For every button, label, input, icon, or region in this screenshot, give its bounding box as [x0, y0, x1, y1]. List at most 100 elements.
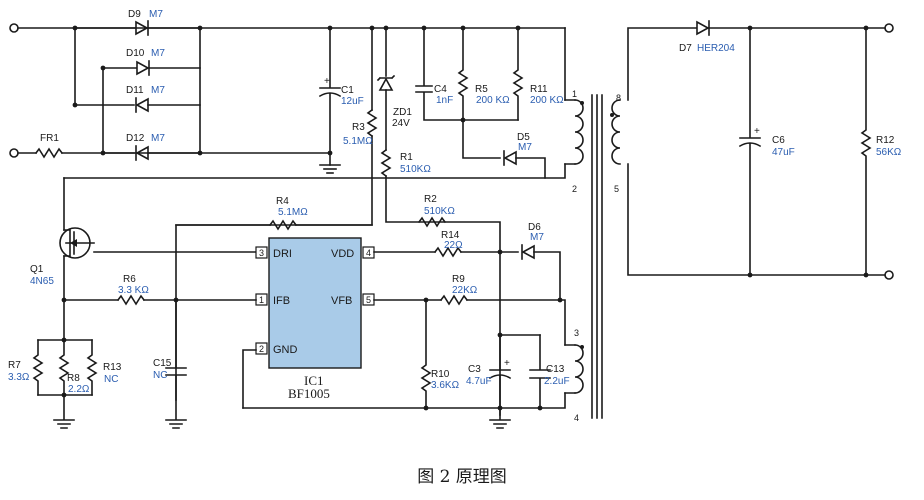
r14-value: 22Ω [444, 240, 463, 251]
ic-pin-ifb: IFB [273, 295, 290, 307]
d5-value: M7 [518, 142, 532, 153]
r2-resistor: R2 510KΩ [417, 194, 455, 228]
ic-pin-dri-number: 3 [259, 248, 264, 258]
svg-text:+: + [504, 358, 510, 369]
fr1-ref: FR1 [40, 133, 59, 144]
r8-ref: R8 [67, 373, 80, 384]
ic-pin-gnd-number: 2 [259, 344, 264, 354]
ic-pin-gnd: GND [273, 344, 298, 356]
c1-ref: C1 [341, 85, 354, 96]
d10-value: M7 [151, 48, 165, 59]
r11-value: 200 KΩ [530, 95, 564, 106]
sense-resistors: R7 3.3Ω R8 2.2Ω R13 NC [8, 299, 122, 429]
r11-ref: R11 [530, 84, 548, 95]
vdd-network: R14 22Ω D6 M7 [373, 222, 561, 301]
c3-ref: C3 [468, 364, 481, 375]
r4-ref: R4 [276, 196, 289, 207]
c13-value: 2.2uF [544, 376, 570, 387]
d10-diode [136, 60, 150, 76]
d12-ref: D12 [126, 133, 145, 144]
d9-ref: D9 [128, 9, 141, 20]
d10-ref: D10 [126, 48, 145, 59]
d7-ref: D7 [679, 43, 692, 54]
d11-value: M7 [151, 85, 165, 96]
c4-value: 1nF [436, 95, 453, 106]
r6-value: 3.3 KΩ [118, 285, 149, 296]
zd1-zener: ZD1 24V R1 510KΩ [376, 25, 501, 416]
r2-ref: R2 [424, 194, 437, 205]
vfb-network: R9 22KΩ R10 3.6KΩ [373, 274, 566, 409]
d11-ref: D11 [126, 85, 144, 96]
zd1-value: 24V [392, 118, 410, 129]
c3-c13-capacitors: + C3 4.7uF C13 2.2uF [466, 332, 570, 409]
transformer-pin-4: 4 [574, 413, 579, 423]
transformer-pin-8: 8 [616, 93, 621, 103]
d7-value: HER204 [697, 43, 735, 54]
r10-value: 3.6KΩ [431, 380, 460, 391]
r7-ref: R7 [8, 360, 21, 371]
r5-ref: R5 [475, 84, 488, 95]
transformer: 1 2 3 4 5 8 [63, 27, 621, 423]
r9-ref: R9 [452, 274, 465, 285]
r6-ref: R6 [123, 274, 136, 285]
c15-capacitor: C15 NC [153, 299, 187, 429]
d6-value: M7 [530, 232, 544, 243]
ic1-part: BF1005 [288, 386, 330, 401]
ic1-ref: IC1 [304, 373, 324, 388]
input-section: D9 M7 D10 M7 D11 M7 D12 M7 FR1 [9, 9, 566, 161]
c6-ref: C6 [772, 135, 785, 146]
ic-pin-dri: DRI [273, 248, 292, 260]
fr1-resistor [34, 147, 64, 159]
transformer-pin-5: 5 [614, 184, 619, 194]
ground-rail [242, 349, 566, 429]
r12-ref: R12 [876, 135, 895, 146]
d11-diode [135, 97, 149, 113]
c4-ref: C4 [434, 84, 447, 95]
c3-value: 4.7uF [466, 376, 492, 387]
r10-ref: R10 [431, 369, 450, 380]
d5-ref: D5 [517, 132, 530, 143]
r9-value: 22KΩ [452, 285, 478, 296]
q1-mosfet: Q1 4N65 [30, 177, 263, 301]
r4-resistor: R4 5.1MΩ [175, 196, 373, 231]
q1-value: 4N65 [30, 276, 54, 287]
r12-value: 56KΩ [876, 147, 902, 158]
c13-ref: C13 [546, 364, 565, 375]
ac-terminal-bottom [9, 148, 19, 158]
r5-value: 200 KΩ [476, 95, 510, 106]
r1-ref: R1 [400, 152, 413, 163]
r7-value: 3.3Ω [8, 372, 30, 383]
ac-terminal-top [9, 23, 19, 33]
r13-value: NC [104, 374, 118, 385]
r1-value: 510KΩ [400, 164, 431, 175]
c1-capacitor: + C1 12uF [318, 25, 364, 174]
c6-value: 47uF [772, 147, 795, 158]
r3-value: 5.1MΩ [343, 136, 373, 147]
output-terminal-negative [884, 270, 894, 280]
r13-ref: R13 [103, 362, 122, 373]
c1-value: 12uF [341, 96, 364, 107]
c15-value: NC [153, 370, 167, 381]
svg-text:+: + [754, 126, 760, 137]
output-terminal-positive [884, 23, 894, 33]
figure-caption: 图 2 原理图 [417, 467, 507, 487]
c15-ref: C15 [153, 358, 172, 369]
ic-pin-vfb-number: 5 [366, 295, 371, 305]
q1-ref: Q1 [30, 264, 44, 275]
transformer-pin-2: 2 [572, 184, 577, 194]
r6-resistor: R6 3.3 KΩ [61, 274, 257, 306]
zd1-ref: ZD1 [393, 107, 412, 118]
ic-pin-ifb-number: 1 [259, 295, 264, 305]
output-section: + D7 HER204 C6 47uF R12 56KΩ [627, 20, 902, 280]
snubber-network: C4 1nF R5 200 KΩ R11 200 KΩ D5 M7 [415, 25, 564, 179]
ic-pin-vfb: VFB [331, 295, 352, 307]
ic1-chip: 3 1 2 4 5 DRI IFB GND VDD VFB IC1 BF1005 [255, 237, 375, 401]
d12-diode [135, 145, 149, 161]
d9-diode [135, 20, 149, 36]
svg-text:+: + [324, 76, 330, 87]
r3-ref: R3 [352, 122, 365, 133]
ic-pin-vdd-number: 4 [366, 248, 371, 258]
ic-pin-vdd: VDD [331, 248, 354, 260]
r14-ref: R14 [441, 230, 460, 241]
r8-value: 2.2Ω [68, 384, 90, 395]
